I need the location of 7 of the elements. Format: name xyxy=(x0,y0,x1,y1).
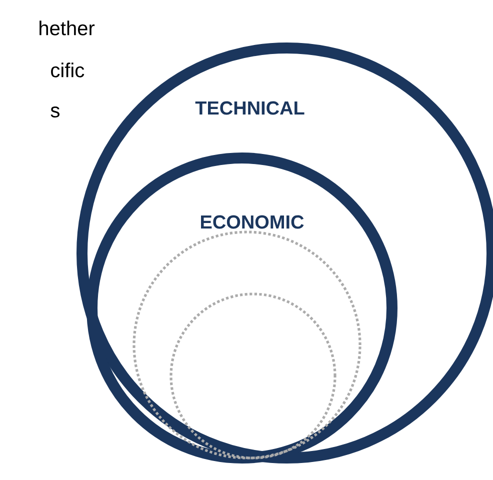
circle-label: ECONOMIC xyxy=(201,215,304,229)
dotted-circle xyxy=(132,230,362,460)
text-fragment: s xyxy=(50,106,60,118)
text-fragment: cific xyxy=(51,62,84,78)
circle-label: TECHNICAL xyxy=(195,101,304,115)
dotted-circle xyxy=(170,292,336,460)
text-fragment: hether xyxy=(40,20,95,36)
